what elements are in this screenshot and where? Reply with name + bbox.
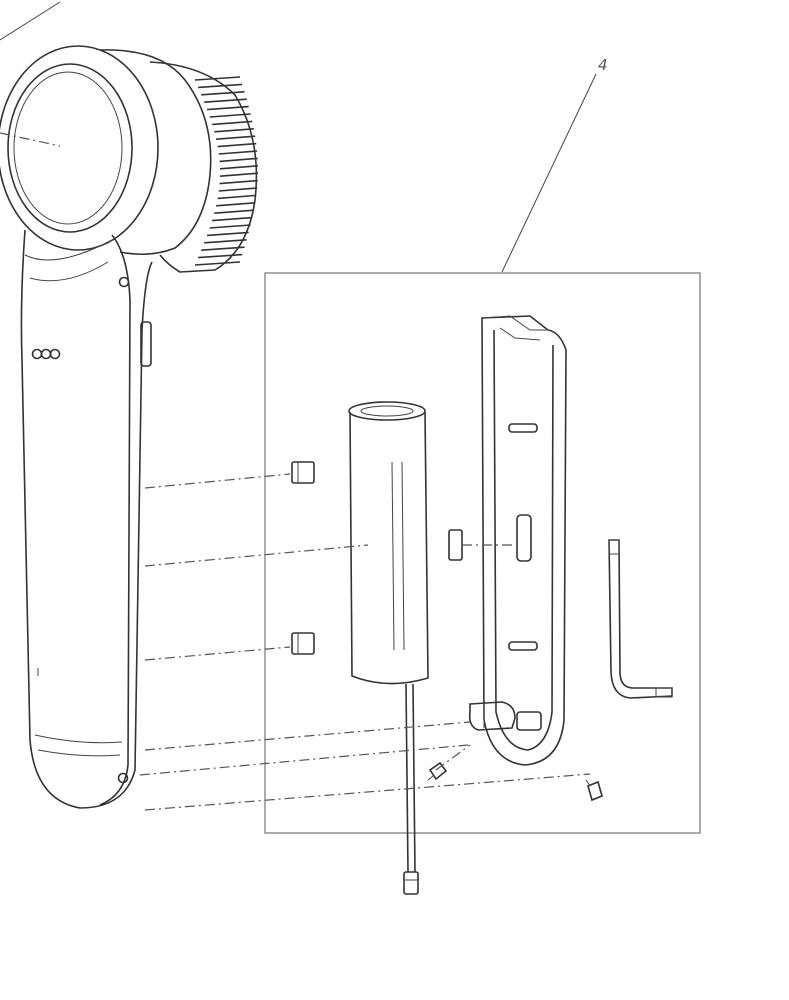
knurl-ridge <box>212 216 253 222</box>
exploded-view-frame <box>264 272 701 834</box>
indicator-lights <box>31 348 61 360</box>
handle-body <box>20 229 153 809</box>
knurl-ridge <box>201 246 245 251</box>
screw-small <box>427 761 448 781</box>
knurl-ridge <box>206 231 249 237</box>
knurl-ridge <box>201 91 245 96</box>
screw-end <box>585 779 603 802</box>
knurl-ridge <box>198 253 243 259</box>
knurl-ridge <box>219 179 258 185</box>
knurl-ridge <box>194 261 241 266</box>
knurl-ridge <box>206 105 249 111</box>
assembly-lines <box>139 473 591 811</box>
callout-label: 4 <box>598 56 608 74</box>
knurl-ridge <box>214 128 254 133</box>
battery-cover <box>468 315 567 766</box>
knurl-ridge <box>216 135 256 140</box>
knurl-ridge <box>198 83 243 89</box>
hex-key <box>608 539 673 699</box>
knurled-ring <box>194 76 259 266</box>
main-device <box>0 45 259 809</box>
knurl-ridge <box>218 187 258 192</box>
knurl-ridge <box>194 76 241 81</box>
knurl-ridge <box>216 202 256 207</box>
knurl-ridge <box>219 165 259 170</box>
knurl-ridge <box>209 224 251 229</box>
top-left-leader-line <box>0 1 61 41</box>
knurl-ridge <box>204 239 247 244</box>
knurl-ridge <box>217 194 257 200</box>
callout-leader-line <box>501 73 597 273</box>
knurl-ridge <box>219 157 258 163</box>
knurl-ridge <box>212 120 253 126</box>
knurl-ridge <box>217 142 257 148</box>
knurl-ridge <box>204 98 247 103</box>
knurl-ridge <box>214 209 254 214</box>
small-pad-top <box>291 461 315 484</box>
battery-cell <box>348 401 429 685</box>
lens-head <box>0 45 259 273</box>
knurl-ridge <box>209 113 251 118</box>
knurl-ridge <box>219 172 259 177</box>
lead-wire <box>403 683 419 895</box>
small-pad-bottom <box>291 632 315 655</box>
cover-clip <box>448 529 463 561</box>
knurl-ridge <box>218 150 258 155</box>
